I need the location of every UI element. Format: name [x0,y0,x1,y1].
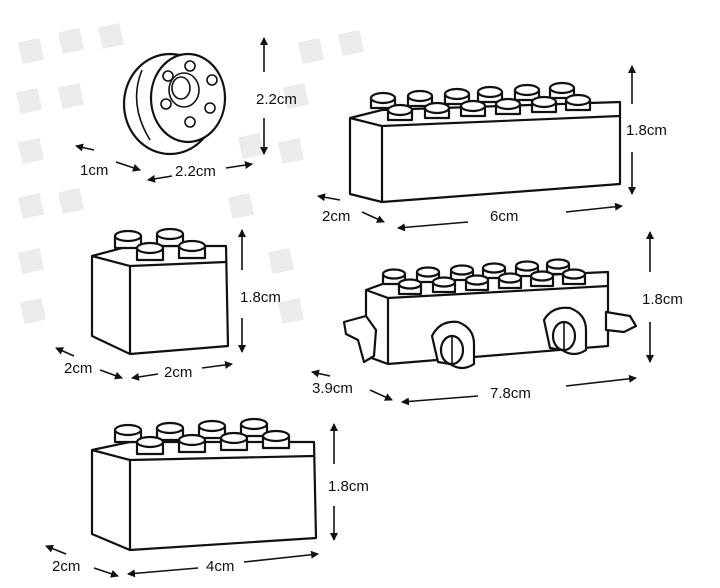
brick-2x2-width-label: 2cm [64,360,92,377]
brick-2x4-height-label: 1.8cm [328,478,369,495]
wheel-base-width-label: 3.9cm [312,380,353,397]
brick-2x2-dimensions: 1.8cm 2cm 2cm [55,229,281,381]
brick-2x6-width-label: 2cm [322,208,350,225]
wheel-base-dimensions: 1.8cm 3.9cm 7.8cm [311,231,683,406]
wheel-base-piece [342,258,638,370]
wheel-mount-right [542,306,588,356]
brick-2x6-height-label: 1.8cm [626,122,667,139]
brick-2x4-piece [90,417,318,552]
background-pattern [15,22,365,325]
wheel-mount-left [430,320,476,370]
brick-2x6-dimensions: 1.8cm 2cm 6cm [317,65,667,232]
brick-2x6-piece [348,81,622,204]
wheel-dimensions: 2.2cm 1cm 2.2cm [75,37,297,183]
wheel-width-label: 1cm [80,162,108,179]
brick-2x4-width-label: 2cm [52,558,80,575]
wheel-base-length-label: 7.8cm [490,385,531,402]
brick-2x4-length-label: 4cm [206,558,234,575]
brick-2x2-height-label: 1.8cm [240,289,281,306]
wheel-diameter-label: 2.2cm [175,163,216,180]
brick-2x2-length-label: 2cm [164,364,192,381]
brick-2x6-length-label: 6cm [490,208,518,225]
brick-2x2-piece [90,227,230,356]
brick-2x4-dimensions: 1.8cm 2cm 4cm [45,423,369,578]
wheel-base-height-label: 1.8cm [642,291,683,308]
wheel-height-label: 2.2cm [256,91,297,108]
wheel-piece [122,52,227,156]
